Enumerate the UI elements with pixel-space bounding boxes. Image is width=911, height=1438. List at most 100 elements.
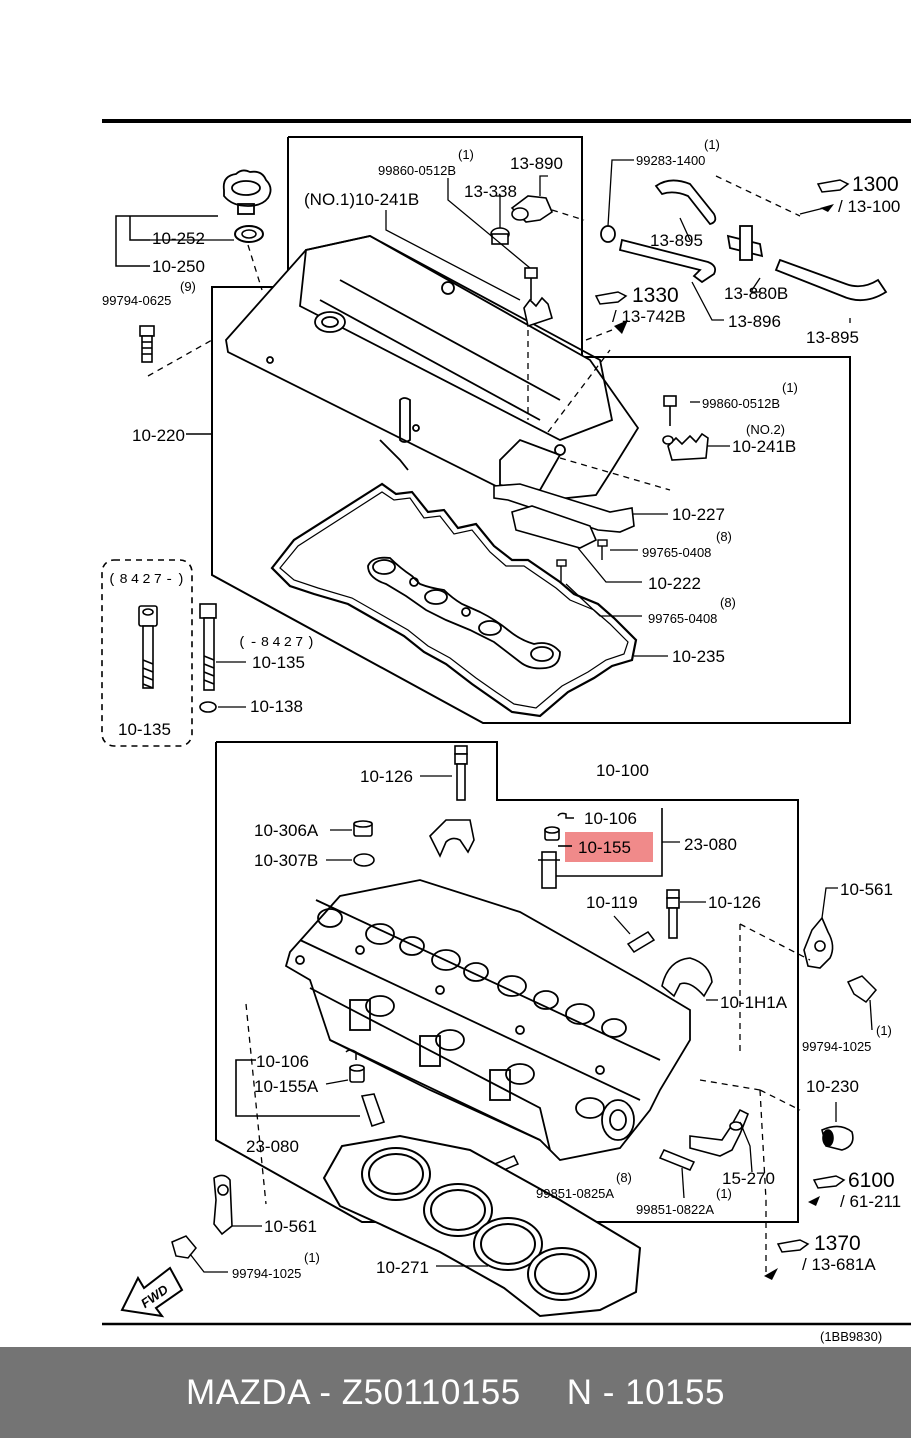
label-1370: 1370	[814, 1232, 861, 1255]
label-13-880b: 13-880B	[724, 284, 788, 303]
hanger-bolt-icon	[846, 975, 878, 1003]
oil-filler-cap-icon	[222, 169, 272, 215]
diagram-code: (1BB9830)	[820, 1329, 882, 1344]
screw-icon	[556, 539, 608, 582]
cylinder-head-cover-icon	[225, 235, 640, 501]
label-99860-0512b-b: 99860-0512B	[702, 396, 780, 411]
plug-washer-icon	[353, 853, 375, 867]
leader-23-080-b	[235, 1059, 360, 1117]
label-qty-1-d: (1)	[876, 1023, 892, 1038]
hand-pointer-icon	[594, 179, 850, 1253]
valve-stem-seal-icon	[544, 826, 560, 841]
oil-separator-plate-icon	[511, 505, 598, 549]
engine-hanger-icon	[803, 916, 834, 969]
head-plug-icon	[353, 820, 373, 837]
label-qty-8-b: (8)	[720, 595, 736, 610]
baffle-plate-icon	[493, 483, 635, 533]
part-number-footer: MAZDA - Z50110155 N - 10155	[0, 1347, 911, 1438]
label-10-561-b: 10-561	[264, 1217, 317, 1236]
head-group-frame	[215, 741, 799, 1223]
label-qty-8-a: (8)	[716, 529, 732, 544]
exhaust-valve-guide-icon	[360, 1093, 386, 1128]
washer-icon	[199, 701, 217, 713]
label-99765-0408-b: 99765-0408	[648, 611, 717, 626]
fwd-arrow-icon: FWD	[120, 1266, 184, 1318]
label-10-271: 10-271	[376, 1258, 429, 1277]
label-99851-0822a: 99851-0822A	[636, 1202, 714, 1217]
bolt-group-box	[101, 559, 193, 747]
leader-10-252	[129, 216, 150, 241]
exhaust-valve-seal-icon	[349, 1064, 365, 1083]
label-10-222: 10-222	[648, 574, 701, 593]
label-10-106-b: 10-106	[256, 1052, 309, 1071]
reference-number: N - 10155	[566, 1372, 725, 1412]
label-15-270: 15-270	[722, 1169, 775, 1188]
leader-10-250	[115, 215, 218, 267]
label-13-895-a: 13-895	[650, 231, 703, 250]
camshaft-cap-icon	[429, 819, 713, 998]
label-10-241b: 10-241B	[732, 437, 796, 456]
label-10-235: 10-235	[672, 647, 725, 666]
valve-guide-icon	[538, 851, 560, 889]
label-qty-8-c: (8)	[616, 1170, 632, 1185]
rear-hanger-bolt-icon	[171, 1235, 197, 1259]
label-13-681a: / 13-681A	[802, 1255, 876, 1274]
label-10-126-b: 10-126	[708, 893, 761, 912]
label-10-138: 10-138	[250, 697, 303, 716]
label-10-220: 10-220	[132, 426, 185, 445]
cylinder-head-icon	[284, 879, 691, 1161]
label-10-106-a: 10-106	[584, 809, 637, 828]
label-no1-10-241b: (NO.1)10-241B	[304, 190, 419, 209]
label-dash-8427: (-8427)	[238, 635, 318, 651]
label-23-080-a: 23-080	[684, 835, 737, 854]
label-13-896: 13-896	[728, 312, 781, 331]
label-qty-1-f: (1)	[304, 1250, 320, 1265]
label-23-080-b: 23-080	[246, 1137, 299, 1156]
label-99794-0625: 99794-0625	[102, 293, 171, 308]
label-1330: 1330	[632, 284, 679, 307]
leader-23-080-a	[552, 808, 663, 877]
label-99283-1400: 99283-1400	[636, 153, 705, 168]
brand-part-number: MAZDA - Z50110155	[186, 1372, 521, 1412]
label-10-135-a: 10-135	[252, 653, 305, 672]
label-qty-1-a: (1)	[458, 147, 474, 162]
cover-bolt-icon	[139, 325, 155, 363]
label-10-307b: 10-307B	[254, 851, 318, 870]
head-cap-plug-icon	[821, 1125, 854, 1151]
label-61-211: / 61-211	[840, 1192, 901, 1211]
ventilation-hoses-icon	[600, 179, 888, 302]
spark-plug-seal-icon	[367, 556, 561, 670]
cover-group-frame	[211, 136, 851, 724]
label-99794-1025-b: 99794-1025	[232, 1266, 301, 1281]
pcv-valve-icon	[510, 195, 553, 223]
label-qty-9: (9)	[180, 279, 196, 294]
highlight-box	[565, 832, 653, 862]
label-10-126-a: 10-126	[360, 767, 413, 786]
label-10-100: 10-100	[596, 761, 649, 780]
label-10-250: 10-250	[152, 257, 205, 276]
label-13-895-b: 13-895	[806, 328, 859, 347]
label-qty-1-e: (1)	[716, 1186, 732, 1201]
label-99851-0825a: 99851-0825A	[536, 1186, 614, 1201]
label-6100: 6100	[848, 1169, 895, 1192]
label-13-338: 13-338	[464, 182, 517, 201]
label-qty-1-c: (1)	[782, 380, 798, 395]
label-10-252: 10-252	[152, 229, 205, 248]
label-1300: 1300	[852, 173, 899, 196]
cover-bolt-long-icon	[138, 605, 158, 689]
water-fitting-icon	[689, 1108, 750, 1157]
pcv-grommet-icon	[490, 227, 510, 245]
head-gasket-icon	[322, 1134, 642, 1318]
head-bolt-icon	[454, 745, 680, 939]
label-10-155: 10-155	[578, 838, 631, 857]
label-10-155a: 10-155A	[254, 1077, 319, 1096]
bracket-no1-icon	[523, 267, 553, 328]
label-10-561-a: 10-561	[840, 880, 893, 899]
label-99860-0512b-a: 99860-0512B	[378, 163, 456, 178]
head-cover-gasket-icon	[270, 482, 638, 718]
engine-hanger-rear-icon	[213, 1174, 233, 1236]
label-99794-1025-a: 99794-1025	[802, 1039, 871, 1054]
label-10-306a: 10-306A	[254, 821, 319, 840]
cover-bolt-short-icon	[199, 603, 217, 691]
label-10-135-b: 10-135	[118, 720, 171, 739]
